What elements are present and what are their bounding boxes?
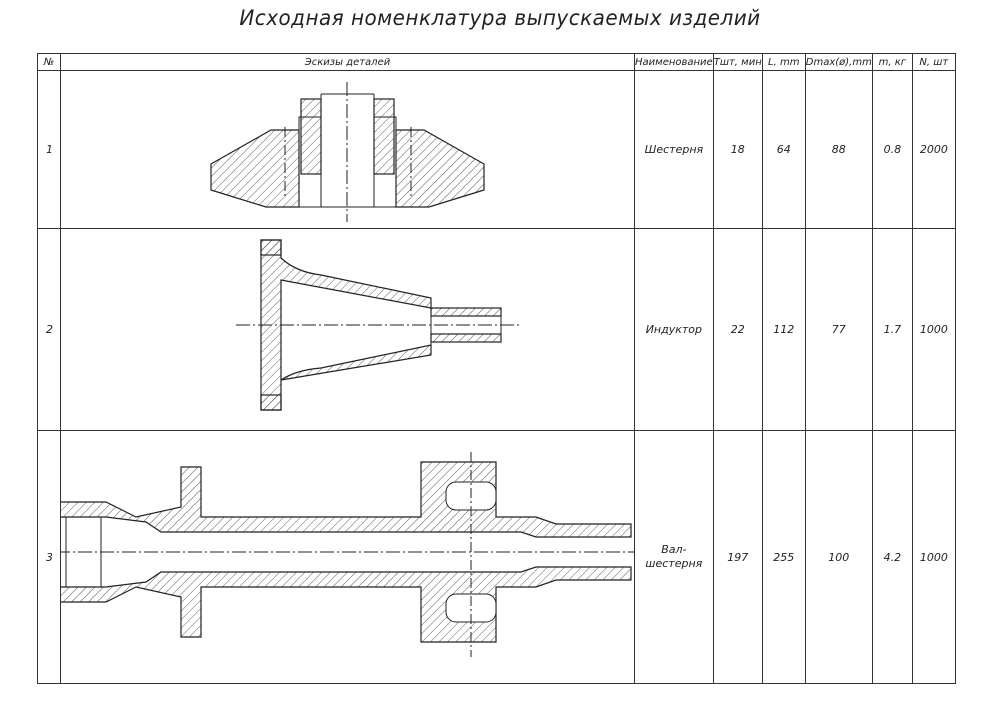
header-quantity: N, шт xyxy=(911,53,956,71)
table-row: 2 Индуктор 22 112 77 1.7 1000 xyxy=(37,228,956,431)
row-quantity: 2000 xyxy=(911,70,956,229)
row-name: Шестерня xyxy=(634,70,714,229)
row-mass: 4.2 xyxy=(871,430,913,684)
row-time: 197 xyxy=(712,430,763,684)
row-mass: 1.7 xyxy=(871,228,913,431)
row-diameter: 77 xyxy=(804,228,873,431)
row-quantity: 1000 xyxy=(911,430,956,684)
nomenclature-table: № Эскизы деталей Наименование Тшт, мин L… xyxy=(37,53,956,684)
row-name: Вал-шестерня xyxy=(634,430,714,684)
row-num: 3 xyxy=(37,430,61,684)
row-num: 1 xyxy=(37,70,61,229)
row-quantity: 1000 xyxy=(911,228,956,431)
inductor-drawing xyxy=(60,228,635,431)
table-row: 3 Вал-шестерня 197 255 100 4.2 1000 xyxy=(37,430,956,684)
header-sketch: Эскизы деталей xyxy=(60,53,635,71)
header-time: Тшт, мин xyxy=(712,53,763,71)
page-title: Исходная номенклатура выпускаемых издели… xyxy=(239,6,761,30)
header-name: Наименование xyxy=(634,53,714,71)
row-num: 2 xyxy=(37,228,61,431)
row-length: 255 xyxy=(761,430,806,684)
row-diameter: 88 xyxy=(804,70,873,229)
header-mass: m, кг xyxy=(871,53,913,71)
row-length: 64 xyxy=(761,70,806,229)
row-mass: 0.8 xyxy=(871,70,913,229)
shaft-gear-drawing xyxy=(60,430,635,684)
header-row: № Эскизы деталей Наименование Тшт, мин L… xyxy=(37,53,956,71)
row-length: 112 xyxy=(761,228,806,431)
row-time: 18 xyxy=(712,70,763,229)
header-length: L, mm xyxy=(761,53,806,71)
row-name: Индуктор xyxy=(634,228,714,431)
header-num: № xyxy=(37,53,61,71)
row-time: 22 xyxy=(712,228,763,431)
bevel-gear-drawing xyxy=(60,70,635,229)
header-diameter: Dmax(ø),mm xyxy=(804,53,873,71)
row-diameter: 100 xyxy=(804,430,873,684)
table-row: 1 Шестерня 18 64 88 0.8 2000 xyxy=(37,70,956,229)
